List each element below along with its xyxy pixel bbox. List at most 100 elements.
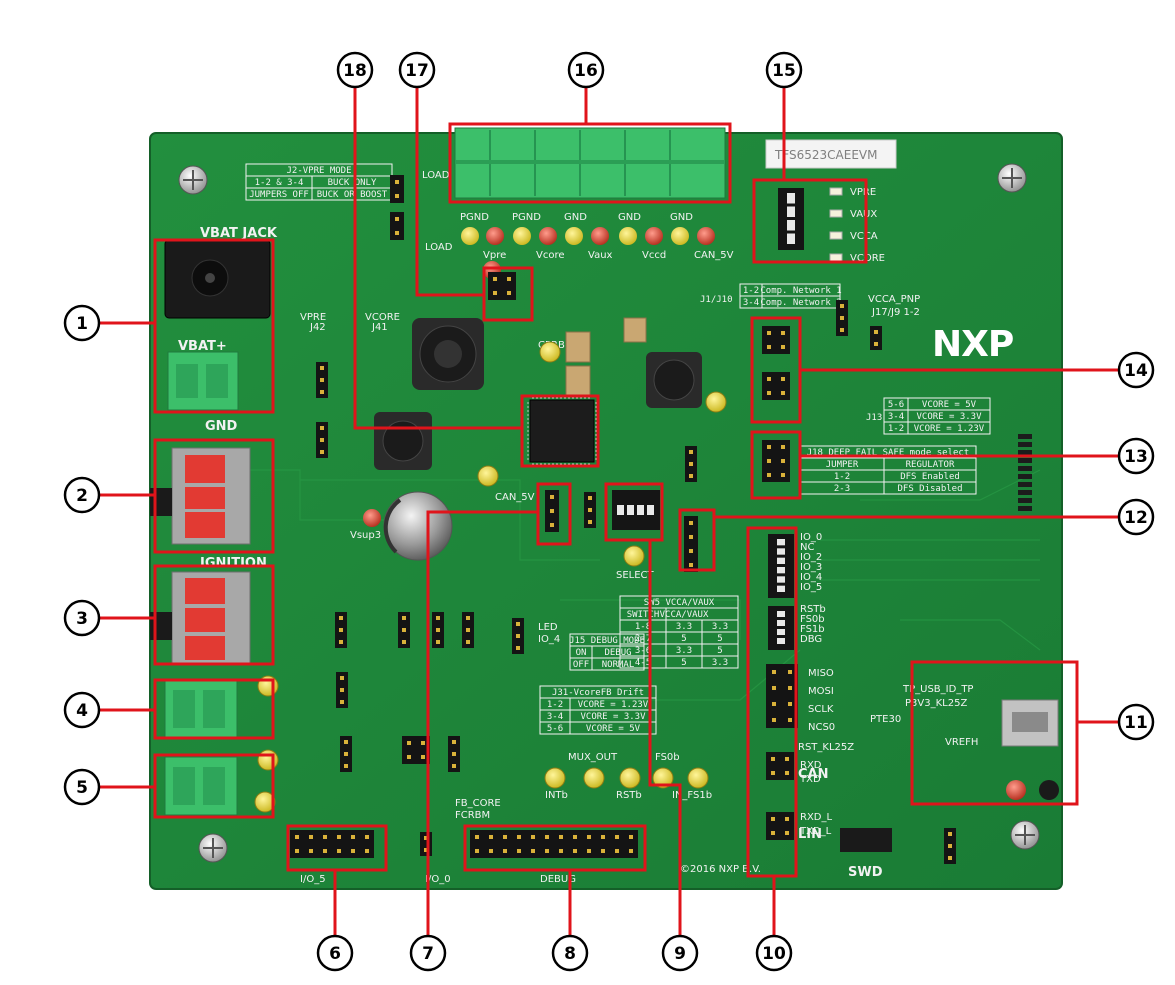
callout-box-12 xyxy=(678,508,716,572)
table-sw5-cell: 4-5 xyxy=(635,658,651,668)
callout-circle xyxy=(398,51,436,89)
callout-circle xyxy=(63,768,101,806)
table-sw5-cell: 2-7 xyxy=(635,634,651,644)
silk-vsup3: Vsup3 xyxy=(350,530,381,541)
red-test-point xyxy=(363,509,381,527)
table-j13-frame xyxy=(883,397,991,435)
resistor xyxy=(1018,458,1032,463)
callout-box-3 xyxy=(153,564,275,666)
callout-box-6 xyxy=(286,824,388,872)
vcore-load-jumper xyxy=(390,212,404,240)
table-sw5-cell: 3.3 xyxy=(676,622,692,632)
silk-io-item: IO_0 xyxy=(800,532,822,543)
callout-box-16 xyxy=(448,122,732,204)
callout-number: 2 xyxy=(76,486,88,506)
resistor xyxy=(1018,466,1032,471)
led xyxy=(829,209,843,218)
table-j18-cell: DFS Disabled xyxy=(897,484,962,494)
silk-txd-l: TXD_L xyxy=(799,826,832,837)
table-j18-cell: 1-2 xyxy=(834,472,850,482)
table-j15-cell: DEBUG xyxy=(604,648,631,658)
callout-number: 5 xyxy=(76,778,88,798)
table-j31-cell: VCORE = 1.23V xyxy=(578,700,649,710)
table-sw5-cell: 5 xyxy=(717,634,722,644)
test-point xyxy=(671,227,689,245)
tp-top-label: GND xyxy=(564,212,587,223)
table-j1j10-cell: 3-4 xyxy=(743,298,759,308)
lin-header xyxy=(766,812,794,840)
callout-boxes xyxy=(153,122,1079,878)
silk-dbg-item: DBG xyxy=(800,634,822,645)
tp-bottom-label: CAN_5V xyxy=(694,250,734,261)
test-point xyxy=(591,227,609,245)
inductor-l1 xyxy=(412,318,484,390)
jumper-12 xyxy=(684,516,698,572)
silk-dbg-item: RSTb xyxy=(800,604,826,615)
led-label: VPRE xyxy=(850,187,876,198)
callout-number: 9 xyxy=(674,944,686,964)
silk-io0: I/O_0 xyxy=(425,874,451,885)
callout-number: 12 xyxy=(1124,508,1148,528)
board-label-sticker xyxy=(765,139,897,169)
table-j2-title: J2-VPRE MODE xyxy=(286,166,351,176)
callout-2: 2 xyxy=(63,476,101,514)
ceramic-cap-1 xyxy=(565,331,591,363)
silk-lin: LIN xyxy=(798,827,822,842)
silk-vpre: VPRE xyxy=(300,312,326,323)
callout-11: 11 xyxy=(1117,703,1155,741)
silk-load: LOAD xyxy=(422,170,450,181)
tp-top-label: PGND xyxy=(512,212,541,223)
table-j13-cell: 3-4 xyxy=(888,412,904,422)
callout-circle xyxy=(63,599,101,637)
tp-bottom-label: Vaux xyxy=(588,250,613,261)
silk-ignition: IGNITION xyxy=(200,556,267,571)
callout-number: 7 xyxy=(422,944,434,964)
callout-leaders xyxy=(100,88,1118,935)
resistor xyxy=(1018,434,1032,439)
main-ic-chip xyxy=(527,397,597,465)
silk-rstb: RSTb xyxy=(616,790,642,801)
callout-circle xyxy=(1117,498,1155,536)
callout-number: 17 xyxy=(405,61,429,81)
silk-j17j19: J17/J9 1-2 xyxy=(871,307,920,318)
silk-fb-core: FB_CORE xyxy=(455,798,501,809)
callout-leader-18 xyxy=(353,88,522,430)
resistor xyxy=(1018,482,1032,487)
yellow-test-point xyxy=(254,791,276,813)
yellow-test-point xyxy=(583,767,605,789)
yellow-test-point xyxy=(257,749,279,771)
jumper-13 xyxy=(762,440,790,482)
tp-top-label: PGND xyxy=(460,212,489,223)
nxp-logo: NXP xyxy=(932,324,1013,365)
pcb-traces xyxy=(220,469,1041,701)
silk-can5v: CAN_5V xyxy=(495,492,535,503)
io5-header xyxy=(290,830,374,858)
table-j13-cell: VCORE = 3.3V xyxy=(916,412,982,422)
mounting-screws xyxy=(178,163,1040,863)
inductor-l3 xyxy=(374,412,432,470)
jumper-j17 xyxy=(870,326,882,350)
spi-header xyxy=(766,664,798,728)
callout-15: 15 xyxy=(765,51,803,89)
silk-io-item: IO_4 xyxy=(800,572,822,583)
table-sw5-cell: 3.3 xyxy=(712,658,728,668)
callout-box-8 xyxy=(463,824,647,872)
table-j15-title: J15 DEBUG MODE xyxy=(569,636,645,646)
silk-vbat-plus: VBAT+ xyxy=(178,339,227,354)
jumper-io0 xyxy=(420,832,432,856)
silk-io-item: IO_5 xyxy=(800,582,822,593)
test-point xyxy=(486,227,504,245)
silk-vrefh: VREFH xyxy=(945,737,978,748)
silk-rxd: RXD xyxy=(800,760,822,771)
silk-j42: J42 xyxy=(309,322,326,333)
tp-bottom-label: Vccd xyxy=(642,250,666,261)
test-point xyxy=(645,227,663,245)
yellow-test-point xyxy=(705,391,727,413)
silk-usb-id: TP_USB_ID_TP xyxy=(902,684,973,695)
silk-mosi: MOSI xyxy=(808,686,834,697)
